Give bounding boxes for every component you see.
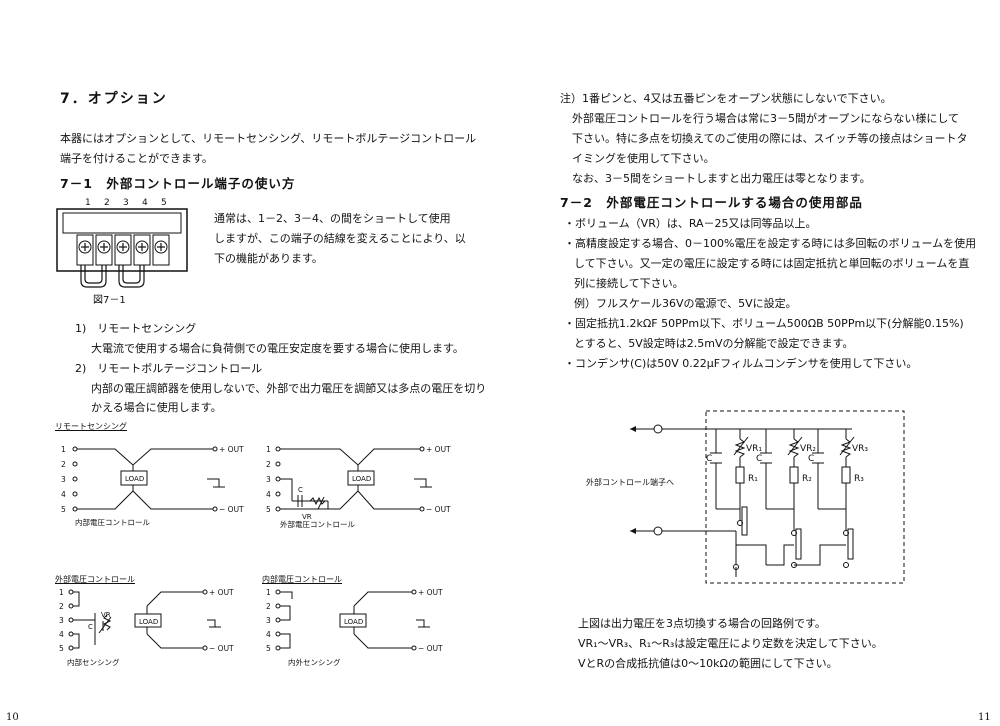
figure-label: 図7－1 <box>93 294 126 306</box>
terminal-number: 3 <box>123 198 129 208</box>
terminal-number: 5 <box>161 198 167 208</box>
bullet-line-5: 例）フルスケール36Vの電源で、5Vに設定。 <box>574 297 797 310</box>
bullet-line-4: 列に接続して下さい。 <box>574 277 684 290</box>
diagram-3-title: 外部電圧コントロール <box>55 575 135 584</box>
diagram-external-voltage-control: 1 2 3 4 5 LOAD C VR + OUT − OUT 外部電圧コントロ… <box>266 445 451 529</box>
diagram-1-title: リモートセンシング <box>55 422 127 431</box>
vr-label: VR₁ <box>746 444 762 454</box>
capacitor-label: C <box>756 454 762 464</box>
diagram-remote-sensing: 1 2 3 4 5 LOAD + OUT − OUT 内部電圧コントロール <box>61 445 244 527</box>
bullet-line-1: ・ボリューム（VR）は、RA－25又は同等品以上。 <box>564 217 817 230</box>
out-plus-label: + OUT <box>209 588 234 597</box>
pin-label: 2 <box>266 460 271 469</box>
subsection-title-7-1: 7－1 外部コントロール端子の使い方 <box>60 176 296 191</box>
subsection-title-7-2: 7－2 外部電圧コントロールする場合の使用部品 <box>560 195 863 210</box>
vr-label: VR₂ <box>800 444 816 454</box>
capacitor-label: C <box>88 623 93 631</box>
item-1-label: 1) リモートセンシング <box>75 322 197 335</box>
pin-label: 3 <box>266 616 271 625</box>
pin-label: 4 <box>61 490 66 499</box>
r-label: R₂ <box>802 474 812 484</box>
page-number-left: 10 <box>6 712 19 723</box>
load-label: LOAD <box>344 618 363 626</box>
load-label: LOAD <box>125 475 144 483</box>
out-minus-label: − OUT <box>418 644 443 653</box>
capacitor-label: C <box>706 454 712 464</box>
bullet-line-2: ・高精度設定する場合、0－100%電圧を設定する時には多回転のボリュームを使用 <box>564 237 977 250</box>
bottom-line-3: VとRの合成抵抗値は0～10kΩの範囲にして下さい。 <box>578 657 838 670</box>
diagram-2-caption: 外部電圧コントロール <box>280 519 355 529</box>
pin-label: 1 <box>59 588 64 597</box>
pin-label: 5 <box>266 644 271 653</box>
desc-line-3: 下の機能があります。 <box>214 252 323 265</box>
vr-label: VR <box>302 513 312 521</box>
out-minus-label: − OUT <box>209 644 234 653</box>
switching-circuit-diagram: C C C VR₁ VR₂ VR₃ R₁ R₂ R₃ 外部コントロール端子へ <box>586 410 905 584</box>
bullet-line-7: とすると、5V設定時は2.5mVの分解能で設定できます。 <box>574 337 854 350</box>
note-line-2: 外部電圧コントロールを行う場合は常に3－5間がオープンにならない様にして <box>572 112 960 125</box>
terminal-number: 1 <box>85 198 91 208</box>
out-plus-label: + OUT <box>426 445 451 454</box>
out-minus-label: − OUT <box>219 505 244 514</box>
section-heading: 7．オプション <box>60 91 168 107</box>
intro-line-1: 本器にはオプションとして、リモートセンシング、リモートボルテージコントロール <box>60 132 477 145</box>
diagram-internal-external-sensing: 1 2 3 4 5 LOAD + OUT − OUT 内外センシング <box>266 588 443 667</box>
pin-label: 3 <box>59 616 64 625</box>
out-minus-label: − OUT <box>426 505 451 514</box>
diagram-internal-sensing: 1 2 3 4 5 LOAD VR C + OUT − OUT 内部センシング <box>59 588 234 667</box>
diagram-4-caption: 内外センシング <box>288 657 341 667</box>
terminal-number: 4 <box>142 198 148 208</box>
pin-label: 2 <box>61 460 66 469</box>
bottom-line-2: VR₁～VR₃、R₁～R₃は設定電圧により定数を決定して下さい。 <box>578 637 883 650</box>
note-line-4: イミングを使用して下さい。 <box>572 152 715 165</box>
out-plus-label: + OUT <box>418 588 443 597</box>
load-label: LOAD <box>139 618 158 626</box>
pin-label: 5 <box>61 505 66 514</box>
item-2-text-1: 内部の電圧調節器を使用しないで、外部で出力電圧を調節又は多点の電圧を切り <box>91 382 487 395</box>
pin-label: 1 <box>266 445 271 454</box>
pin-label: 3 <box>266 475 271 484</box>
page-number-right: 11 <box>978 712 991 723</box>
diagram-3-caption: 内部センシング <box>67 657 120 667</box>
pin-label: 5 <box>59 644 64 653</box>
diagram-1-caption: 内部電圧コントロール <box>75 517 150 527</box>
pin-label: 4 <box>266 630 271 639</box>
pin-label: 4 <box>266 490 271 499</box>
item-1-text: 大電流で使用する場合に負荷側での電圧安定度を要する場合に使用します。 <box>91 342 464 355</box>
pin-label: 3 <box>61 475 66 484</box>
item-2-text-2: かえる場合に使用します。 <box>91 401 222 414</box>
pin-label: 1 <box>266 588 271 597</box>
bullet-line-3: して下さい。又一定の電圧に設定する時には固定抵抗と単回転のボリュームを直 <box>574 257 970 270</box>
out-plus-label: + OUT <box>219 445 244 454</box>
pin-label: 1 <box>61 445 66 454</box>
pin-label: 5 <box>266 505 271 514</box>
bottom-line-1: 上図は出力電圧を3点切換する場合の回路例です。 <box>578 617 826 630</box>
r-label: R₁ <box>748 474 758 484</box>
pin-label: 2 <box>59 602 64 611</box>
pin-label: 2 <box>266 602 271 611</box>
pin-label: 4 <box>59 630 64 639</box>
terminal-number: 2 <box>104 198 110 208</box>
terminal-block-figure: 1 2 3 4 5 図7－1 <box>56 198 188 306</box>
note-line-3: 下さい。特に多点を切換えてのご使用の際には、スイッチ等の接点はショートタ <box>572 132 968 145</box>
note-line-5: なお、3－5間をショートしますと出力電圧は零となります。 <box>572 172 871 185</box>
bullet-line-6: ・固定抵抗1.2kΩF 50PPm以下、ボリューム500ΩB 50PPm以下(分… <box>564 317 964 330</box>
diagram-4-title: 内部電圧コントロール <box>262 575 342 584</box>
capacitor-label: C <box>298 486 303 494</box>
load-label: LOAD <box>352 475 371 483</box>
vr-label: VR₃ <box>852 444 868 454</box>
desc-line-2: しますが、この端子の結線を変えることにより、以 <box>214 232 466 245</box>
r-label: R₃ <box>854 474 864 484</box>
note-line-1: 注）1番ピンと、4又は五番ピンをオープン状態にしないで下さい。 <box>560 92 892 105</box>
circuit-terminal-label: 外部コントロール端子へ <box>586 477 674 487</box>
intro-line-2: 端子を付けることができます。 <box>60 152 213 165</box>
capacitor-label: C <box>808 454 814 464</box>
item-2-label: 2) リモートボルテージコントロール <box>75 362 263 375</box>
bullet-line-8: ・コンデンサ(C)は50V 0.22μFフィルムコンデンサを使用して下さい。 <box>564 357 918 370</box>
vr-label: VR <box>101 611 111 619</box>
desc-line-1: 通常は、1－2、3－4、の間をショートして使用 <box>214 212 451 225</box>
